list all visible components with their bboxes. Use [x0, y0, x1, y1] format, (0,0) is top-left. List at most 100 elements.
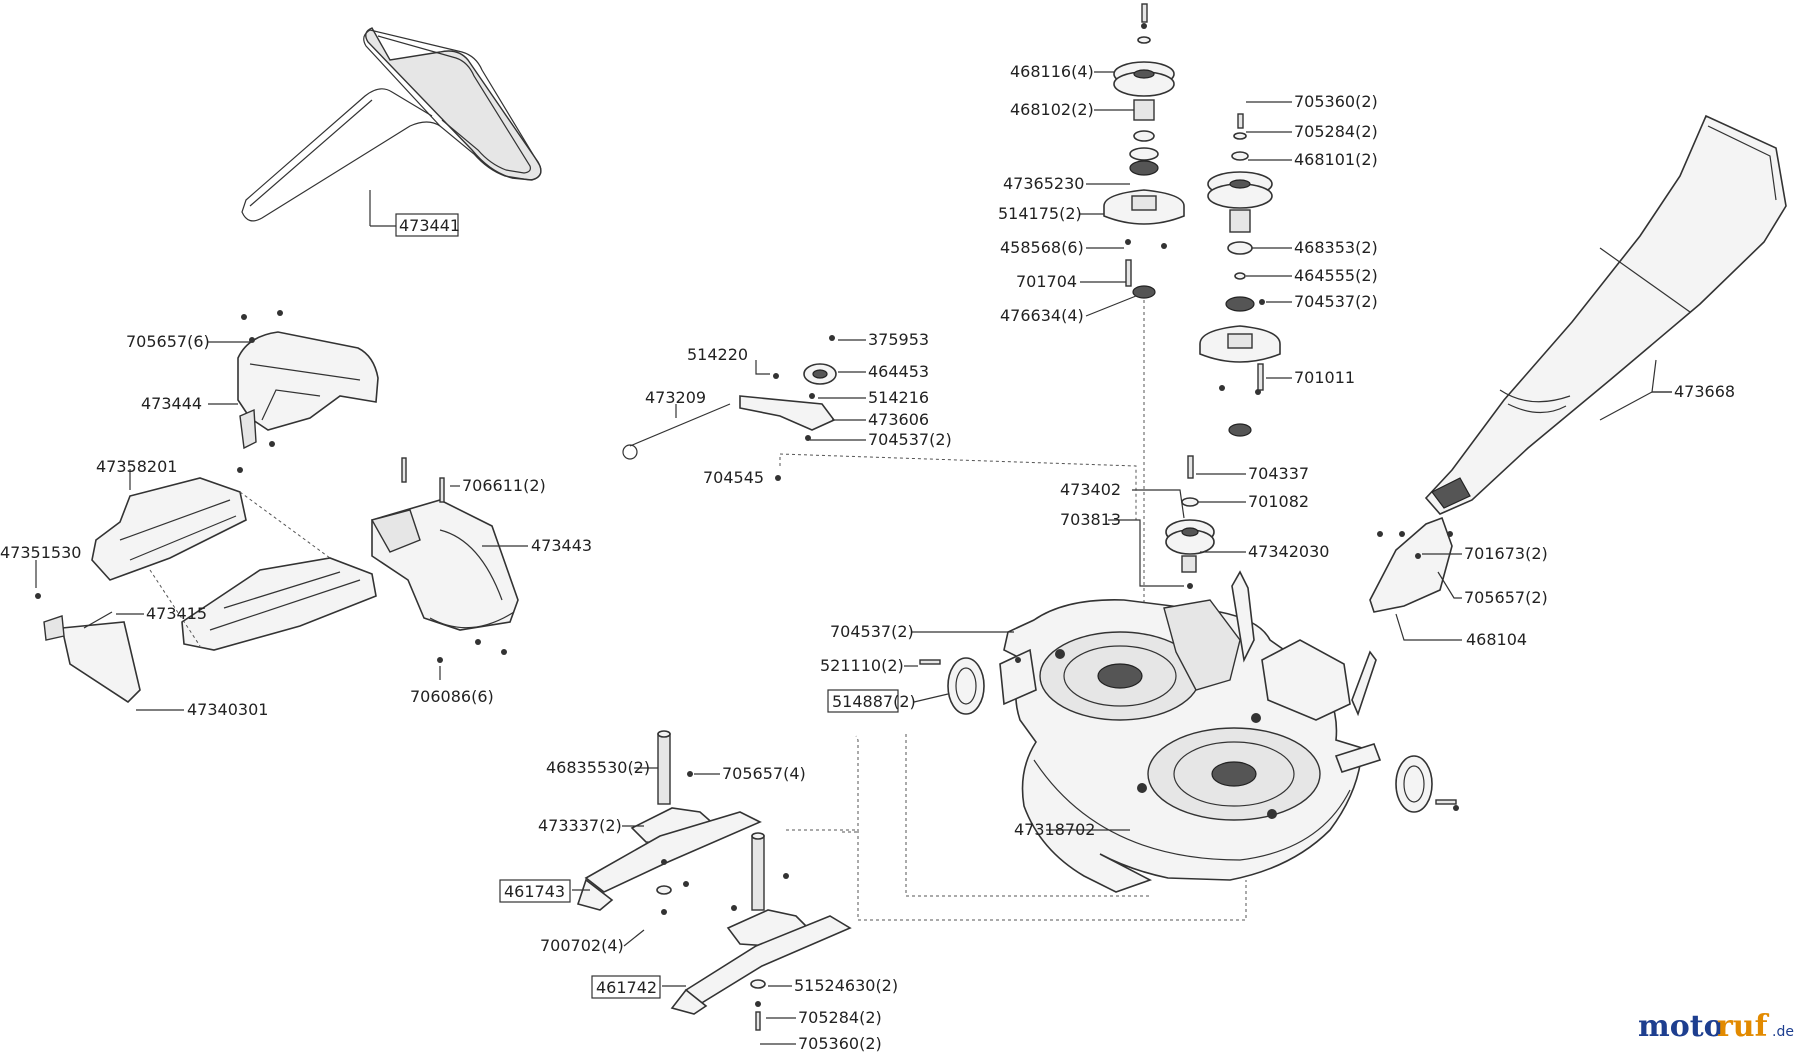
tensioner-arm-473606	[622, 363, 837, 460]
pin	[439, 477, 445, 503]
wheel-left	[919, 657, 985, 715]
label-701082: 701082	[1248, 492, 1309, 511]
screw	[775, 475, 781, 481]
leader	[1651, 359, 1672, 393]
label-473668: 473668	[1674, 382, 1735, 401]
label-704545: 704545	[703, 468, 764, 487]
screw	[269, 441, 275, 447]
label-473337: 473337(2)	[538, 816, 622, 835]
label-705657-2: 705657(2)	[1464, 588, 1548, 607]
label-514175: 514175(2)	[998, 204, 1082, 223]
label-47340301: 47340301	[187, 700, 268, 719]
spring-473415	[83, 611, 113, 629]
dashed-line	[779, 453, 1137, 520]
label-473606: 473606	[868, 410, 929, 429]
label-47365230: 47365230	[1003, 174, 1084, 193]
blade-assembly-upper	[576, 730, 762, 915]
spindle-stack-left	[1103, 3, 1185, 299]
nut	[1015, 657, 1021, 663]
label-468101: 468101(2)	[1294, 150, 1378, 169]
screw	[1377, 531, 1383, 537]
label-473209: 473209	[645, 388, 706, 407]
belt-473441	[241, 27, 542, 222]
label-705360-b: 705360(2)	[798, 1034, 882, 1053]
label-473441: 473441	[399, 216, 460, 235]
label-box	[591, 975, 661, 999]
label-468116: 468116(4)	[1010, 62, 1094, 81]
washer	[773, 373, 779, 379]
label-514220: 514220	[687, 345, 748, 364]
screw	[501, 649, 507, 655]
screw	[249, 337, 255, 343]
label-705360-a: 705360(2)	[1294, 92, 1378, 111]
label-box	[827, 689, 899, 713]
wheel-right	[1395, 755, 1459, 813]
leader	[755, 360, 770, 375]
leader	[623, 929, 645, 947]
label-box	[395, 213, 459, 237]
blade-assembly-lower	[670, 832, 852, 1031]
label-47318702: 47318702	[1014, 820, 1095, 839]
watermark-brand-a: moto	[1638, 1009, 1724, 1044]
washer	[809, 393, 815, 399]
label-704537-b: 704537(2)	[1294, 292, 1378, 311]
label-461742: 461742	[596, 978, 657, 997]
label-468102: 468102(2)	[1010, 100, 1094, 119]
label-514216: 514216	[868, 388, 929, 407]
chute-473443	[370, 499, 519, 631]
deflector-47358201	[91, 477, 377, 651]
label-704337: 704337	[1248, 464, 1309, 483]
label-701704: 701704	[1016, 272, 1077, 291]
watermark-suffix: .de	[1772, 1024, 1794, 1040]
label-461743: 461743	[504, 882, 565, 901]
label-703813: 703813	[1060, 510, 1121, 529]
screw	[687, 771, 693, 777]
watermark-logo: moto ruf .de	[1638, 1009, 1794, 1044]
dashed-line	[786, 829, 1247, 921]
nut	[805, 435, 811, 441]
label-46835530: 46835530(2)	[546, 758, 650, 777]
dashed-line	[855, 735, 859, 832]
label-box	[499, 879, 571, 903]
leader	[1395, 613, 1462, 641]
label-47358201: 47358201	[96, 457, 177, 476]
label-514887: 514887(2)	[832, 692, 916, 711]
label-51524630: 51524630(2)	[794, 976, 898, 995]
label-476634: 476634(4)	[1000, 306, 1084, 325]
screw	[475, 639, 481, 645]
deck-47318702	[999, 570, 1382, 893]
watermark-brand-b: ruf	[1717, 1009, 1770, 1044]
label-701011: 701011	[1294, 368, 1355, 387]
screw	[241, 314, 247, 320]
label-700702: 700702(4)	[540, 936, 624, 955]
label-473415: 473415	[146, 604, 207, 623]
label-47351530: 47351530	[0, 543, 81, 562]
cover-473444	[237, 331, 379, 450]
label-464555: 464555(2)	[1294, 266, 1378, 285]
spindle-stack-right	[1199, 113, 1281, 437]
leader	[1108, 519, 1184, 587]
deflector-468104	[1369, 516, 1453, 613]
label-705657-4: 705657(4)	[722, 764, 806, 783]
leader	[1599, 391, 1653, 421]
bracket-47340301	[43, 615, 141, 704]
label-701673: 701673(2)	[1464, 544, 1548, 563]
label-468104: 468104	[1466, 630, 1527, 649]
screw	[277, 310, 283, 316]
screw	[829, 335, 835, 341]
label-705284-a: 705284(2)	[1294, 122, 1378, 141]
label-375953: 375953	[868, 330, 929, 349]
label-47342030: 47342030	[1248, 542, 1329, 561]
dashed-line	[905, 734, 1150, 897]
label-473402: 473402	[1060, 480, 1121, 499]
pin	[401, 457, 407, 483]
label-468353: 468353(2)	[1294, 238, 1378, 257]
leader	[1132, 489, 1185, 519]
leader	[1437, 571, 1462, 599]
leader	[1085, 295, 1137, 317]
label-473443: 473443	[531, 536, 592, 555]
chute-473668	[1424, 114, 1787, 515]
label-704537-a: 704537(2)	[868, 430, 952, 449]
